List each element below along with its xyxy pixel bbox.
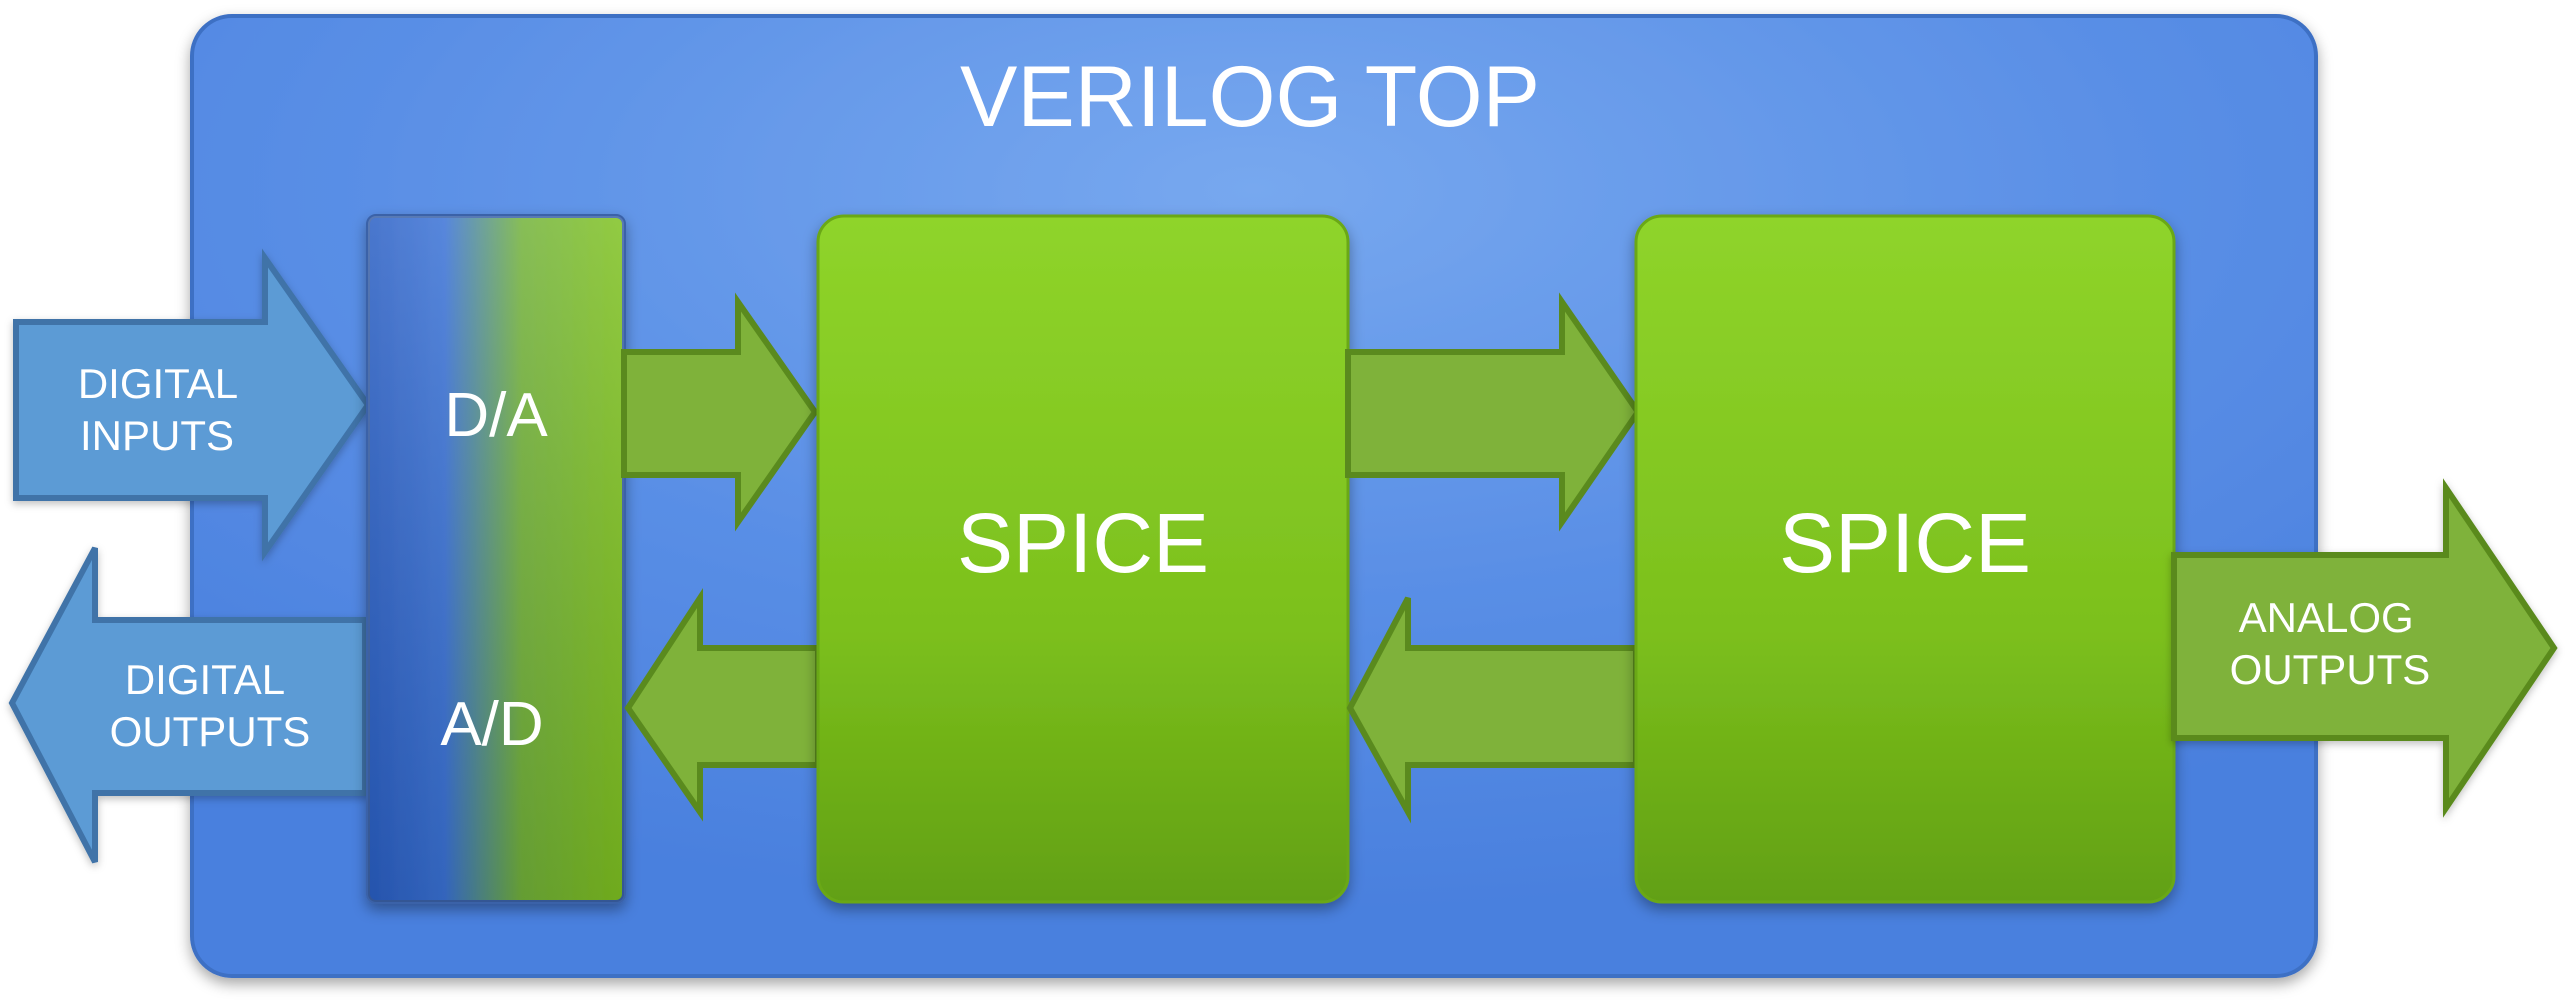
analog-outputs-label: ANALOG OUTPUTS <box>2230 594 2431 693</box>
digital-outputs-arrow: DIGITAL OUTPUTS <box>8 546 368 864</box>
spice-block-2-label: SPICE <box>1779 496 2031 590</box>
arrow-converter-to-spice-1 <box>621 292 819 532</box>
converter-block: D/A A/D <box>366 214 626 904</box>
digital-inputs-line-2: INPUTS <box>80 412 234 459</box>
arrow-spice-1-to-spice-2 <box>1345 292 1642 532</box>
digital-inputs-label: DIGITAL INPUTS <box>78 360 248 459</box>
spice-block-2: SPICE <box>1634 214 2176 904</box>
converter-da-label: D/A <box>444 381 548 450</box>
spice-block-1-label: SPICE <box>957 496 1209 590</box>
arrow-spice-1-to-converter <box>624 587 821 822</box>
digital-inputs-line-1: DIGITAL <box>78 360 237 407</box>
digital-outputs-label: DIGITAL OUTPUTS <box>110 656 311 755</box>
analog-outputs-line-1: ANALOG <box>2239 594 2414 641</box>
digital-inputs-arrow: DIGITAL INPUTS <box>13 248 372 562</box>
digital-outputs-line-2: OUTPUTS <box>110 708 311 755</box>
analog-outputs-line-2: OUTPUTS <box>2230 646 2431 693</box>
container-title: VERILOG TOP <box>960 49 1540 145</box>
digital-outputs-line-1: DIGITAL <box>125 656 284 703</box>
arrow-spice-2-to-spice-1 <box>1346 596 1639 824</box>
converter-ad-label: A/D <box>440 690 543 759</box>
analog-outputs-arrow: ANALOG OUTPUTS <box>2171 478 2558 818</box>
spice-block-1: SPICE <box>816 214 1350 904</box>
